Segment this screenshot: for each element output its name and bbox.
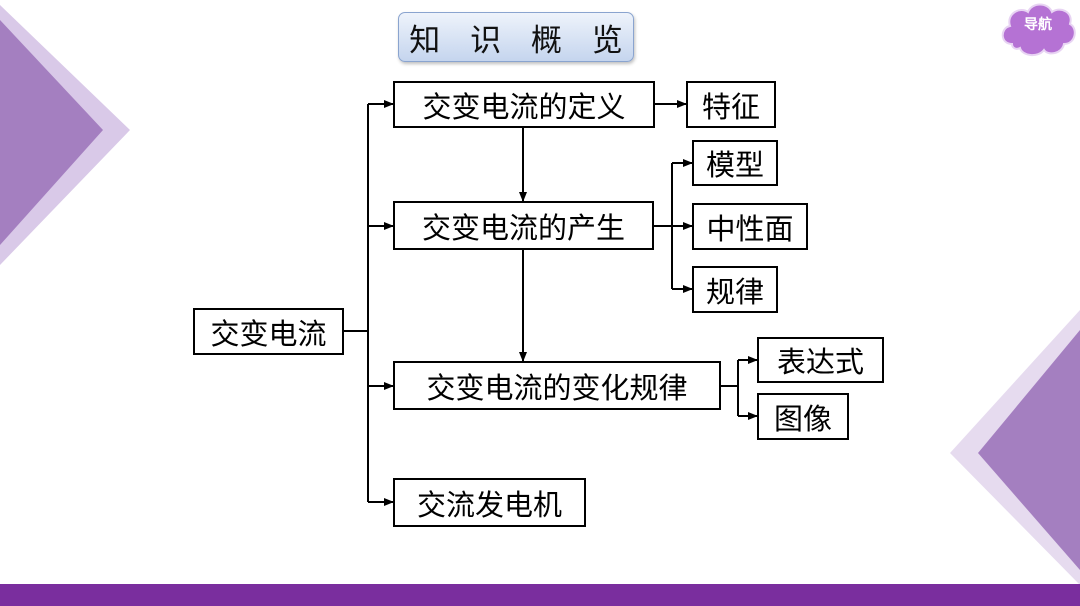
bottom-accent-bar	[0, 584, 1080, 606]
right-triangle	[978, 330, 1080, 570]
node-graph: 图像	[757, 393, 849, 440]
node-ac-variation-law: 交变电流的变化规律	[393, 361, 721, 410]
node-ac-current: 交变电流	[193, 308, 344, 355]
node-rule: 规律	[692, 266, 778, 313]
left-triangle	[0, 20, 103, 245]
nav-cloud-icon[interactable]	[998, 2, 1078, 60]
page-title: 知 识 概 览	[398, 12, 634, 62]
node-ac-definition: 交变电流的定义	[393, 81, 655, 128]
node-feature: 特征	[686, 81, 776, 128]
node-ac-production: 交变电流的产生	[393, 201, 654, 250]
node-model: 模型	[692, 140, 778, 186]
node-ac-generator: 交流发电机	[393, 478, 586, 527]
node-expression: 表达式	[757, 337, 884, 383]
node-neutral-plane: 中性面	[692, 203, 808, 250]
